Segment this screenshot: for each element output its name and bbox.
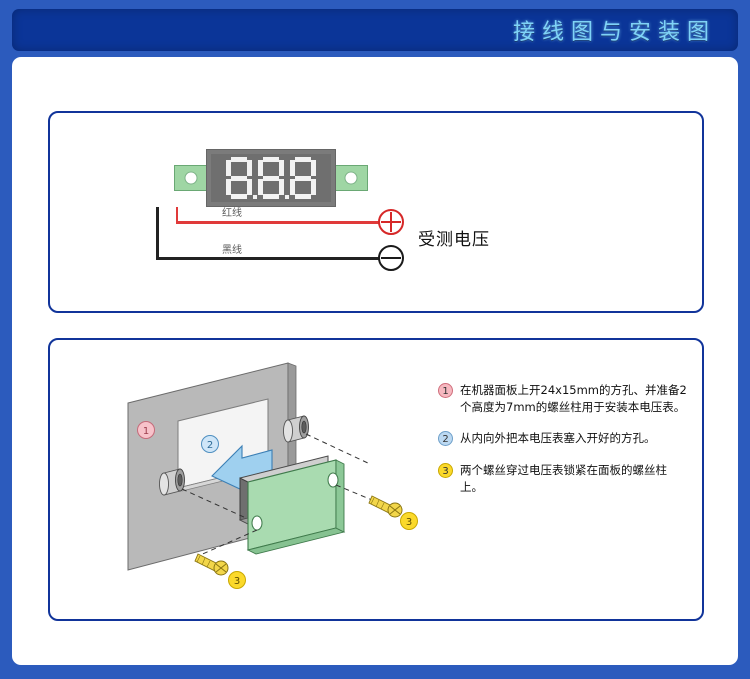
mounting-hole-right-icon	[344, 171, 358, 185]
black-wire-segment-vertical	[156, 207, 159, 259]
mounting-tab-right	[334, 165, 368, 191]
positive-terminal-icon	[378, 209, 404, 235]
voltmeter-body	[206, 149, 336, 207]
red-wire-segment-horizontal	[176, 221, 380, 224]
negative-terminal-icon	[378, 245, 404, 271]
module-pcb-edge	[335, 459, 345, 533]
wiring-diagram-panel: 红线 黑线 受测电压	[48, 111, 704, 313]
svg-text:3: 3	[406, 517, 412, 528]
diagram-marker-2: 2	[201, 435, 219, 453]
mounting-tab-left	[174, 165, 208, 191]
measured-voltage-label: 受测电压	[418, 230, 490, 250]
instruction-marker-1: 1	[438, 383, 453, 398]
page-title: 接线图与安装图	[512, 20, 716, 45]
instruction-item-1: 1 在机器面板上开24x15mm的方孔、并准备2个高度为7mm的螺丝柱用于安装本…	[438, 382, 688, 415]
screw-lower	[194, 553, 229, 576]
voltmeter-display	[211, 154, 331, 202]
installation-illustration: 2 1	[127, 362, 418, 589]
instruction-text-1: 在机器面板上开24x15mm的方孔、并准备2个高度为7mm的螺丝柱用于安装本电压…	[460, 383, 687, 414]
alignment-line-screw-lower	[197, 529, 258, 557]
diagram-marker-3-lower: 3	[228, 571, 246, 589]
mounting-hole-left-icon	[184, 171, 198, 185]
seven-segment-digit-2	[258, 157, 289, 199]
installation-panel: 2 1	[48, 338, 704, 621]
module-display-face	[239, 477, 249, 525]
content-sheet: 红线 黑线 受测电压	[12, 57, 738, 665]
diagram-marker-1: 1	[137, 421, 155, 439]
seven-segment-digit-1	[226, 157, 257, 199]
seven-segment-digit-3	[290, 157, 316, 199]
alignment-line-screw-upper	[335, 484, 373, 501]
installation-stage: 2 1	[50, 340, 706, 623]
red-wire-label: 红线	[222, 208, 242, 219]
instruction-list: 1 在机器面板上开24x15mm的方孔、并准备2个高度为7mm的螺丝柱用于安装本…	[438, 382, 688, 510]
instruction-text-3: 两个螺丝穿过电压表锁紧在面板的螺丝柱上。	[460, 463, 667, 494]
pcb-hole-upper	[327, 472, 339, 488]
svg-text:3: 3	[234, 576, 240, 587]
header-bar: 接线图与安装图	[12, 9, 738, 51]
instruction-marker-2: 2	[438, 431, 453, 447]
screw-post-lower	[159, 468, 185, 496]
instruction-item-3: 3 两个螺丝穿过电压表锁紧在面板的螺丝柱上。	[438, 462, 688, 495]
alignment-line-lower	[181, 488, 247, 519]
pcb-hole-lower	[251, 515, 263, 531]
red-wire-segment-vertical	[176, 207, 178, 223]
alignment-line-upper	[305, 433, 371, 465]
svg-text:2: 2	[207, 440, 213, 451]
svg-text:1: 1	[143, 426, 149, 437]
diagram-marker-3-upper: 3	[400, 512, 418, 530]
screw-upper	[368, 495, 403, 518]
screw-post-upper	[283, 415, 309, 443]
instruction-text-2: 从内向外把本电压表塞入开好的方孔。	[460, 431, 656, 446]
wiring-diagram-stage: 红线 黑线 受测电压	[50, 113, 706, 315]
instruction-item-2: 2 从内向外把本电压表塞入开好的方孔。	[438, 430, 688, 447]
black-wire-segment-horizontal	[156, 257, 380, 260]
instruction-marker-3: 3	[438, 463, 453, 479]
black-wire-label: 黑线	[222, 245, 242, 256]
